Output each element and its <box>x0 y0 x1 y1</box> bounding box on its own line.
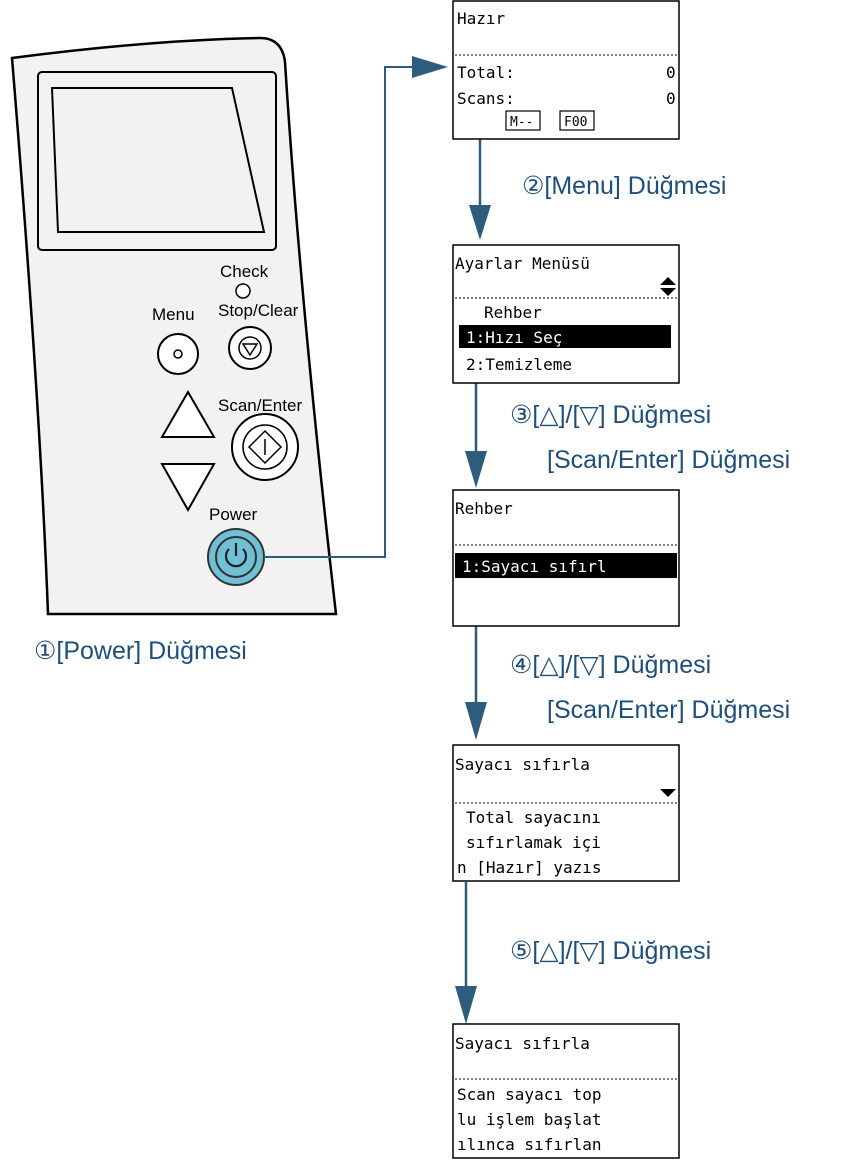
menu-button[interactable] <box>157 333 199 375</box>
screen2-selected-row-highlight <box>459 325 671 348</box>
step4-line1-label: ④[△]/[▽] Düğmesi <box>510 651 711 679</box>
stop-clear-label: Stop/Clear <box>218 301 299 320</box>
screen1-total-value: 0 <box>666 63 676 82</box>
power-icon <box>224 543 248 568</box>
up-triangle-icon[interactable] <box>160 390 216 438</box>
screen1-scans-label: Scans: <box>457 89 515 108</box>
screen1-scans-value: 0 <box>666 89 676 108</box>
screen3-title: Rehber <box>455 499 513 518</box>
power-button[interactable] <box>207 528 265 586</box>
screen4-line1: Total sayacını <box>466 808 601 827</box>
scan-enter-label: Scan/Enter <box>218 396 302 415</box>
stop-clear-icon[interactable] <box>228 326 272 370</box>
flow-arrow-4 <box>455 882 477 1024</box>
step2-menu-label: ②[Menu] Düğmesi <box>522 172 726 200</box>
menu-label: Menu <box>152 305 195 324</box>
screen1-total-label: Total: <box>457 63 515 82</box>
screen5-line2: lu işlem başlat <box>457 1110 602 1129</box>
power-button-inner[interactable] <box>215 536 257 578</box>
operator-panel: Check Menu Stop/Clear Scan/Enter Power <box>10 36 338 616</box>
stop-clear-button[interactable] <box>228 326 272 370</box>
screen2-scroll-up-icon <box>660 277 676 285</box>
screen4-scroll-down-icon <box>660 789 676 797</box>
lcd-screen-guide: Rehber 1:Sayacı sıfırl <box>452 489 680 627</box>
panel-lcd-window <box>37 71 277 251</box>
screen4-line3: n [Hazır] yazıs <box>457 858 602 877</box>
screen2-row3: 2:Temizleme <box>466 355 572 374</box>
lcd-screen-reset-total: Sayacı sıfırla Total sayacını sıfırlamak… <box>452 744 680 882</box>
power-label: Power <box>209 505 258 524</box>
step5-label: ⑤[△]/[▽] Düğmesi <box>510 937 711 965</box>
panel-lcd-screen <box>50 87 266 233</box>
down-triangle-icon[interactable] <box>160 463 216 513</box>
step3-line1-label: ③[△]/[▽] Düğmesi <box>510 401 711 429</box>
lcd-screen-reset-scan: Sayacı sıfırla Scan sayacı top lu işlem … <box>452 1023 680 1159</box>
scan-enter-button[interactable] <box>231 413 299 481</box>
screen1-mode-badge: M-- <box>510 115 533 130</box>
screen2-scroll-down-icon <box>660 288 676 296</box>
screen1-function-badge: F00 <box>564 115 587 130</box>
screen4-title: Sayacı sıfırla <box>455 755 590 774</box>
step4-line2-label: [Scan/Enter] Düğmesi <box>547 696 790 724</box>
screen4-line2: sıfırlamak içi <box>466 833 601 852</box>
power-connector-arrow <box>264 56 448 558</box>
flow-arrow-1 <box>469 138 491 240</box>
step1-power-label: ①[Power] Düğmesi <box>34 637 247 665</box>
panel-body <box>10 36 338 616</box>
screen5-title: Sayacı sıfırla <box>455 1034 590 1053</box>
check-led-icon <box>235 283 251 299</box>
screen5-line3: ılınca sıfırlan <box>457 1135 602 1154</box>
screen2-row1: Rehber <box>484 303 542 322</box>
screen3-selected-row-highlight <box>455 553 677 578</box>
screen3-row1-selected: 1:Sayacı sıfırl <box>462 557 607 576</box>
flow-arrow-3 <box>465 626 487 740</box>
flow-arrow-2 <box>465 383 487 488</box>
screen1-title: Hazır <box>457 9 506 28</box>
step3-line2-label: [Scan/Enter] Düğmesi <box>547 446 790 474</box>
lcd-screen-settings-menu: Ayarlar Menüsü Rehber 1:Hızı Seç 2:Temiz… <box>452 244 680 384</box>
screen2-row2-selected: 1:Hızı Seç <box>466 328 562 347</box>
lcd-screen-ready: Hazır Total: 0 Scans: 0 M-- F00 <box>452 0 680 140</box>
screen5-line1: Scan sayacı top <box>457 1085 602 1104</box>
screen2-title: Ayarlar Menüsü <box>455 254 590 273</box>
check-label: Check <box>220 262 269 281</box>
